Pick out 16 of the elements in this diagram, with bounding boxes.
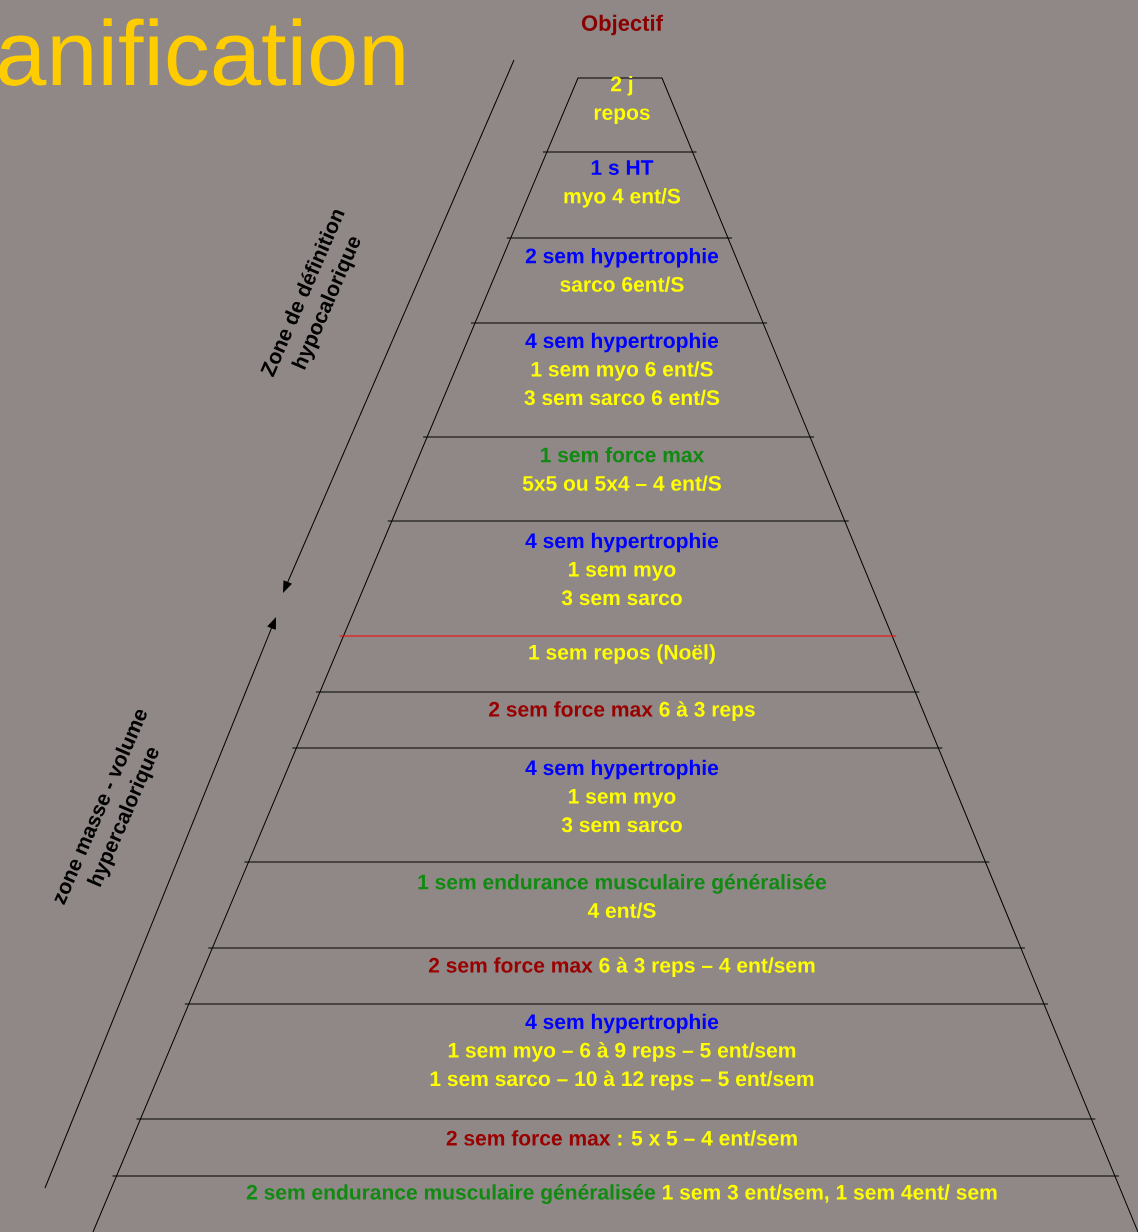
title: anification (0, 18, 404, 86)
pyramid-band-text: 1 sem endurance musculaire généralisée 4 ent/S (418, 873, 827, 919)
pyramid-band-text: 2 j repos (594, 76, 650, 125)
pyramid-band-text: 1 sem repos (Noël) (529, 644, 715, 664)
pyramid-band-text: 4 sem hypertrophie 1 sem myo 6 ent/S 3 sem sarco 6 ent/S (524, 332, 720, 406)
pyramid-band-text: 2 sem force max 6 à 3 reps – 4 ent/sem (428, 957, 815, 977)
pyramid-band-text: 2 sem hypertrophie sarco 6ent/S (525, 247, 719, 293)
pyramid-band-text: 4 sem hypertrophie 1 sem myo – 6 à 9 reps – 5 ent/sem 1 sem sarco – 10 à 12 reps – 5 ent/sem (430, 1013, 814, 1091)
pyramid-band-text: 1 sem force max 5x5 ou 5x4 – 4 ent/S (522, 446, 721, 492)
pyramid-band-text: 2 sem force max : 5 x 5 – 4 ent/sem (446, 1130, 797, 1146)
pyramid-band-text: 4 sem hypertrophie 1 sem myo 3 sem sarco (525, 759, 719, 833)
pyramid-band-text: 2 sem force max 6 à 3 reps (489, 701, 755, 721)
objective-label: Objectif (581, 14, 663, 36)
pyramid-band-text: 4 sem hypertrophie 1 sem myo 3 sem sarco (525, 532, 719, 606)
pyramid-band-text: 2 sem endurance musculaire généralisée 1 sem 3 ent/sem, 1 sem 4ent/ sem (246, 1184, 997, 1204)
pyramid-band-text: 1 s HT myo 4 ent/S (564, 160, 681, 208)
